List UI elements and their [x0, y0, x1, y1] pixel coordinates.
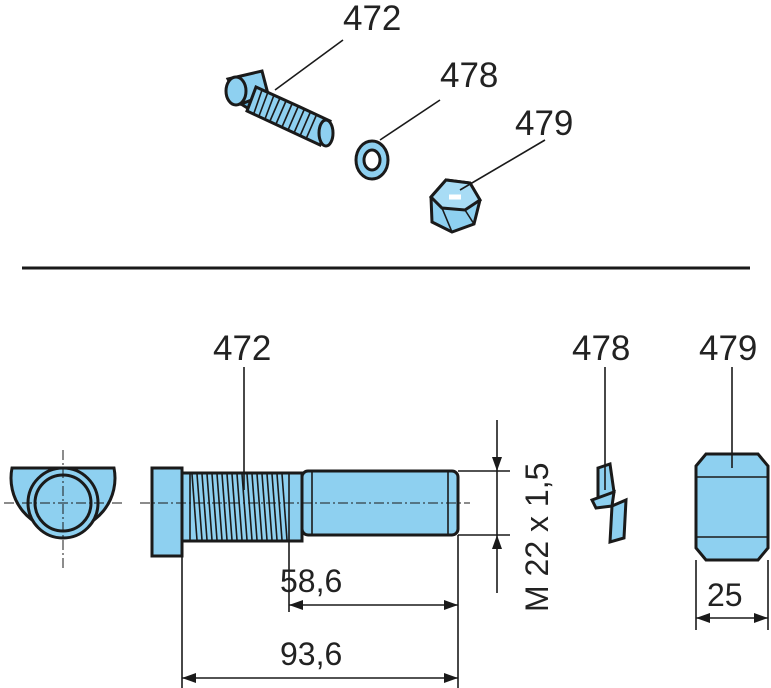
- iso-nut: [428, 178, 483, 234]
- top-label-washer: 478: [440, 56, 498, 95]
- washer-side-view: 478: [572, 329, 630, 545]
- dim-total-length: 93,6: [280, 636, 342, 672]
- iso-washer: [354, 139, 390, 181]
- dim-nut-width: 25: [707, 577, 743, 613]
- thread-pattern: [191, 473, 288, 541]
- dimension-thread-spec: M 22 x 1,5: [458, 420, 555, 612]
- bottom-label-nut: 479: [699, 329, 757, 368]
- top-label-bolt: 472: [343, 0, 401, 38]
- top-label-nut: 479: [515, 104, 573, 143]
- nut-side-view: 479: [694, 329, 770, 562]
- dimension-total-length: 93,6: [181, 541, 458, 688]
- iso-bolt: [224, 69, 335, 148]
- isometric-view: 472 478 479: [224, 0, 573, 234]
- bolt-side-view: 472: [140, 329, 470, 558]
- dim-thread-spec: M 22 x 1,5: [519, 463, 555, 612]
- dimension-nut-width: 25: [695, 560, 769, 630]
- bottom-label-washer: 478: [572, 329, 630, 368]
- bottom-label-bolt: 472: [213, 329, 271, 368]
- bolt-end-view: [4, 450, 124, 568]
- dimension-thread-length: 58,6: [280, 535, 459, 688]
- technical-view: 472 478 479 58,6: [4, 329, 770, 688]
- dim-thread-length: 58,6: [280, 563, 342, 599]
